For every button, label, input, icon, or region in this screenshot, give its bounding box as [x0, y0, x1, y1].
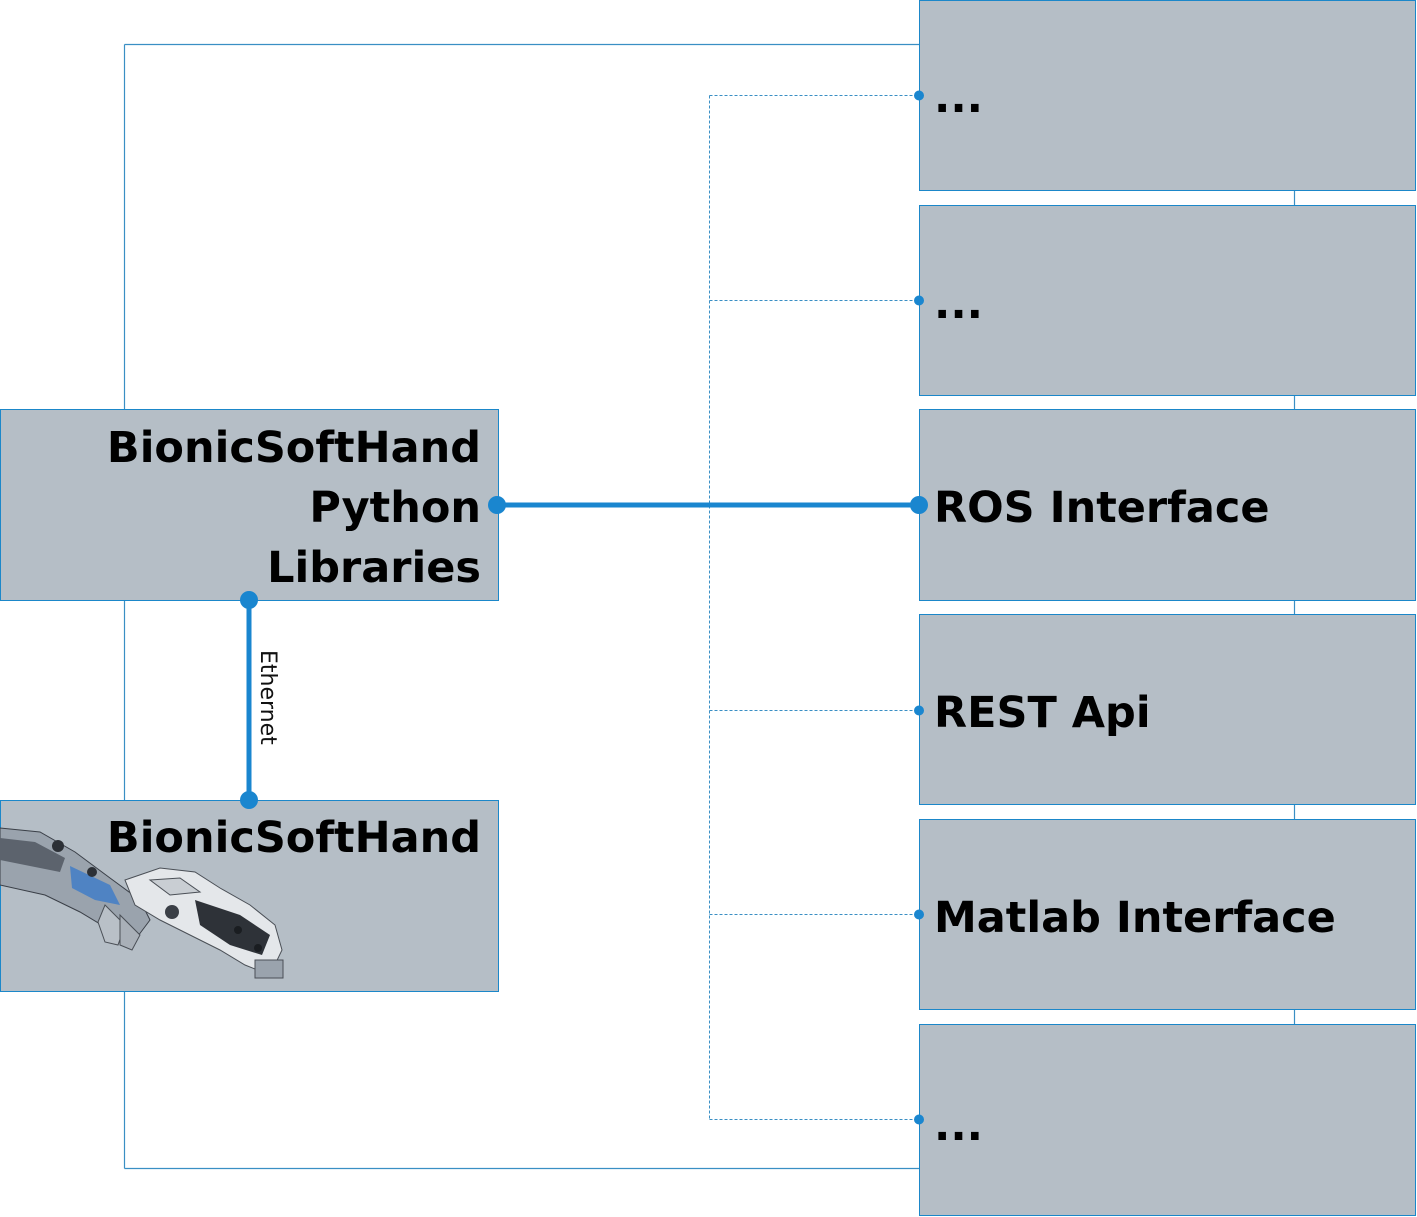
interface-box-2: ... [919, 205, 1416, 396]
interface-label-3: ROS Interface [934, 483, 1270, 533]
interface-box-4: REST Api [919, 614, 1416, 805]
ethernet-label: Ethernet [255, 650, 280, 745]
interface-label-6: ... [934, 1101, 983, 1151]
interface-label-4: REST Api [934, 688, 1151, 738]
python-libraries-line-3: Libraries [267, 543, 481, 593]
bus-endpoint-dots [914, 90, 924, 1125]
python-libraries-node: BionicSoftHand Python Libraries [0, 409, 499, 601]
interface-box-6: ... [919, 1024, 1416, 1216]
hand-node: BionicSoftHand [0, 800, 499, 992]
dashed-bus [709, 95, 919, 1120]
interface-box-5: Matlab Interface [919, 819, 1416, 1010]
hand-label: BionicSoftHand [107, 813, 481, 863]
python-libraries-line-1: BionicSoftHand [107, 423, 481, 473]
interface-label-1: ... [934, 73, 983, 123]
interface-label-5: Matlab Interface [934, 893, 1336, 943]
interface-box-1: ... [919, 0, 1416, 191]
robotic-hands-image [0, 827, 284, 979]
interface-label-2: ... [934, 279, 983, 329]
ros-connection [488, 496, 928, 514]
ethernet-connection: Ethernet [240, 591, 280, 809]
python-libraries-line-2: Python [309, 483, 481, 533]
interface-box-3: ROS Interface [919, 409, 1416, 601]
